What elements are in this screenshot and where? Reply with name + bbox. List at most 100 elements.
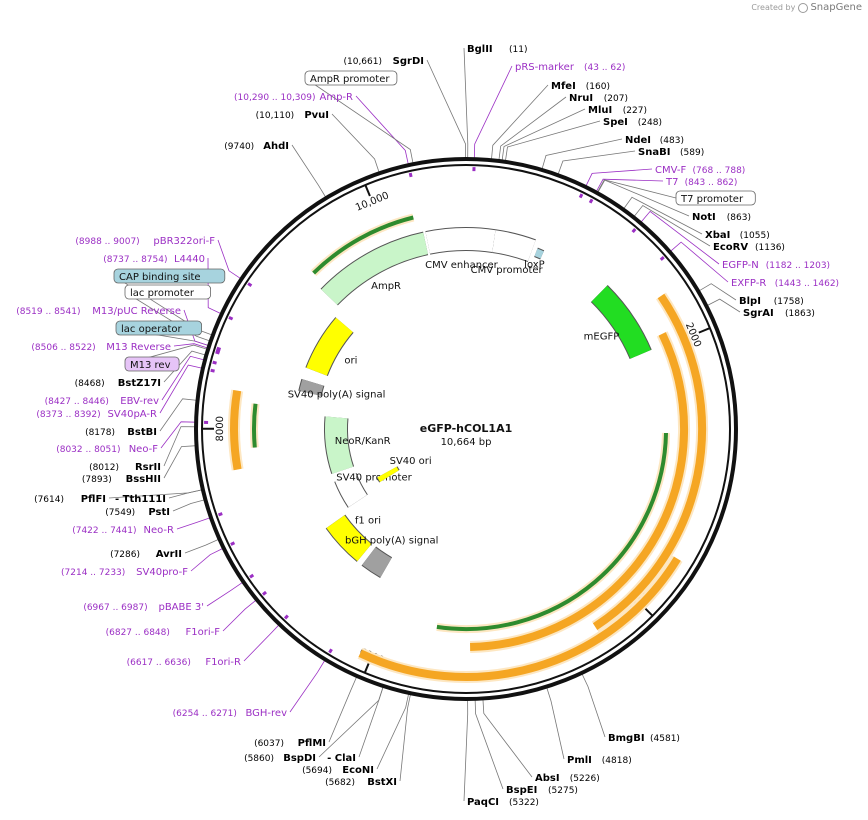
label-tth111i[interactable]: - Tth111I	[115, 494, 166, 505]
label-bstxi[interactable]: BstXI(5682)	[325, 777, 397, 788]
label-coord: (5275)	[548, 786, 578, 796]
label-cmv-f[interactable]: CMV-F(768 .. 788)	[655, 165, 745, 176]
label-sv40pro-f[interactable]: SV40pro-F(7214 .. 7233)	[61, 567, 188, 578]
label-nrui[interactable]: NruI(207)	[569, 93, 628, 104]
label-egfp-n[interactable]: EGFP-N(1182 .. 1203)	[722, 260, 830, 271]
label-l4440[interactable]: L4440(8737 .. 8754)	[103, 254, 205, 265]
label-neo-r[interactable]: Neo-R(7422 .. 7441)	[72, 525, 174, 536]
label-name: M13/pUC Reverse	[92, 306, 181, 317]
label-coord: (6617 .. 6636)	[127, 658, 191, 668]
leader-line	[176, 517, 212, 530]
label-pflfi[interactable]: PflFI(7614)	[34, 494, 106, 505]
label-clai[interactable]: - ClaI	[327, 753, 356, 764]
label-coord: (8988 .. 9007)	[75, 237, 139, 247]
label-coord: (10,661)	[343, 57, 382, 67]
label-pmli[interactable]: PmlI(4818)	[567, 755, 632, 766]
feature-f1-ori[interactable]	[326, 515, 372, 562]
label-bspei[interactable]: BspEI(5275)	[506, 785, 578, 796]
label-coord: (7549)	[105, 508, 135, 518]
label-f1ori-f[interactable]: F1ori-F(6827 .. 6848)	[106, 627, 221, 638]
label-name: EBV-rev	[120, 396, 159, 407]
label-lac-operator[interactable]: lac operator	[115, 320, 202, 336]
label-mfei[interactable]: MfeI(160)	[551, 81, 610, 92]
label-m13-puc-reverse[interactable]: M13/pUC Reverse(8519 .. 8541)	[16, 306, 181, 317]
label-lac-promoter[interactable]: lac promoter	[124, 284, 211, 300]
label-name: Amp-R	[320, 92, 354, 103]
tick-label: 10,000	[354, 190, 391, 214]
label-prs-marker[interactable]: pRS-marker(43 .. 62)	[515, 62, 625, 73]
label-spei[interactable]: SpeI(248)	[603, 117, 662, 128]
feature-bgh-poly-a-signal[interactable]	[362, 547, 392, 578]
label-bsshii[interactable]: BssHII(7893)	[82, 474, 161, 485]
leader-line	[124, 291, 211, 342]
label-amp-r[interactable]: Amp-R(10,290 .. 10,309)	[234, 92, 353, 103]
label-pbr322ori-f[interactable]: pBR322ori-F(8988 .. 9007)	[75, 236, 215, 247]
label-coord: (6037)	[254, 739, 284, 749]
label-snabi[interactable]: SnaBI(589)	[638, 147, 704, 158]
tick-label: 8000	[215, 416, 226, 441]
label-name: EXFP-R	[731, 278, 766, 289]
feature-ampr[interactable]	[321, 232, 429, 305]
label-bstz17i[interactable]: BstZ17I(8468)	[75, 378, 161, 389]
leader-line	[243, 624, 280, 662]
feature-ori[interactable]	[306, 317, 354, 376]
label-ahdi[interactable]: AhdI(9740)	[224, 141, 289, 152]
feature-cmv-promoter[interactable]	[492, 230, 536, 262]
label-name: pRS-marker	[515, 62, 575, 73]
label-t7-promoter[interactable]: T7 promoter	[675, 190, 756, 206]
label-ampr-promoter[interactable]: AmpR promoter	[304, 70, 398, 86]
feature-loxp[interactable]	[534, 248, 544, 259]
snapgene-logo-icon	[797, 2, 808, 13]
label-box	[304, 70, 398, 86]
label-ecorv[interactable]: EcoRV(1136)	[713, 242, 785, 253]
label-name: AmpR promoter	[310, 74, 390, 85]
label-pvui[interactable]: PvuI(10,110)	[256, 110, 329, 121]
feature-label-sv40-ori: SV40 ori	[390, 456, 432, 467]
label-t7[interactable]: T7(843 .. 862)	[665, 177, 737, 188]
label-f1ori-r[interactable]: F1ori-R(6617 .. 6636)	[127, 657, 241, 668]
label-pflmi[interactable]: PflMI(6037)	[254, 738, 326, 749]
label-exfp-r[interactable]: EXFP-R(1443 .. 1462)	[731, 278, 839, 289]
label-mlui[interactable]: MluI(227)	[588, 105, 647, 116]
label-neo-f[interactable]: Neo-F(8032 .. 8051)	[56, 444, 158, 455]
feature-sv40-ori[interactable]	[377, 466, 399, 483]
leader-line	[585, 168, 653, 188]
label-coord: (8427 .. 8446)	[45, 397, 109, 407]
label-paqci[interactable]: PaqCI(5322)	[467, 797, 539, 808]
label-absi[interactable]: AbsI(5226)	[535, 773, 600, 784]
label-sv40pa-r[interactable]: SV40pA-R(8373 .. 8392)	[36, 409, 157, 420]
leader-line	[291, 144, 327, 199]
feature-megfp[interactable]	[591, 285, 651, 359]
label-m13-rev[interactable]: M13 rev	[124, 356, 180, 372]
label-xbai[interactable]: XbaI(1055)	[705, 230, 770, 241]
label-rsrii[interactable]: RsrII(8012)	[89, 462, 161, 473]
label-sgrai[interactable]: SgrAI(1863)	[743, 308, 815, 319]
feature-label-neor-kanr: NeoR/KanR	[335, 436, 391, 447]
label-noti[interactable]: NotI(863)	[692, 212, 751, 223]
label-coord: (843 .. 862)	[685, 178, 738, 188]
label-bgh-rev[interactable]: BGH-rev(6254 .. 6271)	[173, 708, 287, 719]
primer-marker	[230, 541, 236, 546]
label-coord: (8012)	[89, 463, 119, 473]
feature-sv40-promoter[interactable]	[335, 473, 368, 508]
feature-neor-kanr[interactable]	[325, 416, 354, 474]
label-coord: (6967 .. 6987)	[83, 603, 147, 613]
label-m13-reverse[interactable]: M13 Reverse(8506 .. 8522)	[31, 342, 171, 353]
label-blpi[interactable]: BlpI(1758)	[739, 296, 804, 307]
label-cap-binding-site[interactable]: CAP binding site	[113, 268, 226, 284]
label-pbabe-3[interactable]: pBABE 3'(6967 .. 6987)	[83, 602, 204, 613]
label-psti[interactable]: PstI(7549)	[105, 507, 170, 518]
label-sgrdi[interactable]: SgrDI(10,661)	[343, 56, 424, 67]
feature-cmv-enhancer[interactable]	[425, 228, 496, 254]
primer-marker	[247, 282, 253, 288]
feature-sv40-poly-a-signal[interactable]	[299, 379, 324, 396]
label-ndei[interactable]: NdeI(483)	[625, 135, 684, 146]
label-coord: (1863)	[785, 309, 815, 319]
label-bmgbi[interactable]: BmgBI(4581)	[608, 733, 680, 744]
label-ebv-rev[interactable]: EBV-rev (8427 .. 8446)	[45, 396, 159, 407]
label-econi[interactable]: EcoNI(5694)	[302, 765, 374, 776]
label-bglii[interactable]: BglII(11)	[467, 44, 527, 55]
label-bspdi[interactable]: BspDI(5860)	[244, 753, 316, 764]
label-bstbi[interactable]: BstBI(8178)	[85, 427, 157, 438]
label-avrii[interactable]: AvrII(7286)	[110, 549, 182, 560]
